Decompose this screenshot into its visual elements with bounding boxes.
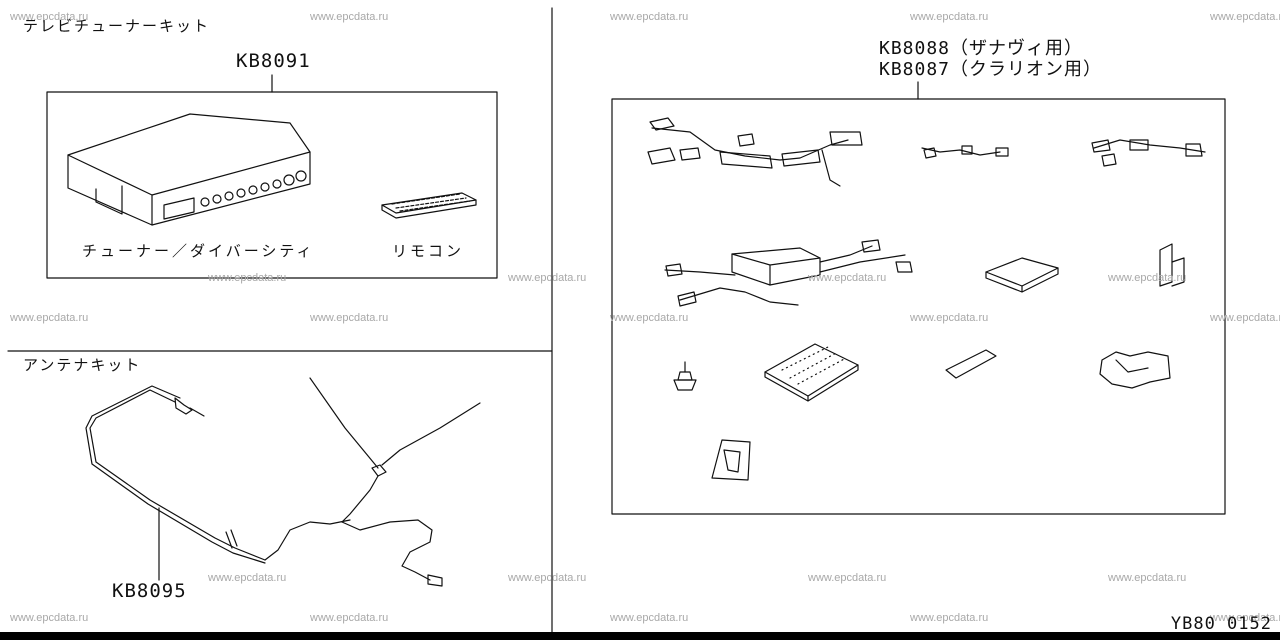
watermark: www.epcdata.ru <box>10 11 89 23</box>
navi-unit-harness-drawing <box>664 239 913 307</box>
antenna-drawing <box>85 377 481 587</box>
bracket-drawing <box>1159 243 1185 287</box>
watermark: www.epcdata.ru <box>910 612 989 624</box>
watermark: www.epcdata.ru <box>1210 312 1280 324</box>
watermark: www.epcdata.ru <box>610 612 689 624</box>
watermark: www.epcdata.ru <box>910 11 989 23</box>
watermark: www.epcdata.ru <box>808 572 887 584</box>
tuner-box-drawing <box>67 113 311 226</box>
watermark: www.epcdata.ru <box>10 312 89 324</box>
remote-drawing <box>381 192 477 219</box>
watermark: www.epcdata.ru <box>610 11 689 23</box>
watermark: www.epcdata.ru <box>508 272 587 284</box>
watermark: www.epcdata.ru <box>1108 272 1187 284</box>
harness-c-drawing <box>1091 139 1206 167</box>
navi-kit-part-number-xanavi: KB8088（ザナヴィ用） <box>879 38 1084 59</box>
watermark: www.epcdata.ru <box>508 572 587 584</box>
watermark: www.epcdata.ru <box>610 312 689 324</box>
tuner-diversity-label: チューナー／ダイバーシティ <box>82 242 315 260</box>
watermark: www.epcdata.ru <box>808 272 887 284</box>
harness-a-drawing <box>647 117 863 187</box>
watermark: www.epcdata.ru <box>1108 572 1187 584</box>
tape-drawing <box>945 349 997 379</box>
antenna-kit-title: アンテナキット <box>23 356 142 374</box>
watermark: www.epcdata.ru <box>310 11 389 23</box>
antenna-kit-part-number: KB8095 <box>112 580 187 602</box>
watermark: www.epcdata.ru <box>310 312 389 324</box>
remote-label: リモコン <box>392 242 465 260</box>
navi-kit-part-number-clarion: KB8087（クラリオン用） <box>879 59 1103 80</box>
watermark: www.epcdata.ru <box>310 612 389 624</box>
watermark: www.epcdata.ru <box>208 272 287 284</box>
harness-d-drawing <box>1099 351 1171 389</box>
watermark: www.epcdata.ru <box>1210 612 1280 624</box>
watermark: www.epcdata.ru <box>10 612 89 624</box>
harness-b-drawing <box>921 145 1009 159</box>
watermark: www.epcdata.ru <box>208 572 287 584</box>
clip-drawing <box>673 361 697 391</box>
watermark: www.epcdata.ru <box>910 312 989 324</box>
plate-drawing <box>711 439 751 481</box>
watermark: www.epcdata.ru <box>1210 11 1280 23</box>
pad-drawing <box>764 343 859 402</box>
tv-tuner-kit-part-number: KB8091 <box>236 50 311 72</box>
diagram-code: YB80 0152 <box>1170 614 1272 634</box>
bottom-bar <box>0 632 1280 640</box>
navi-kit-frame <box>611 98 1226 515</box>
module-drawing <box>985 257 1059 293</box>
tv-tuner-kit-title: テレビチューナーキット <box>23 17 211 35</box>
